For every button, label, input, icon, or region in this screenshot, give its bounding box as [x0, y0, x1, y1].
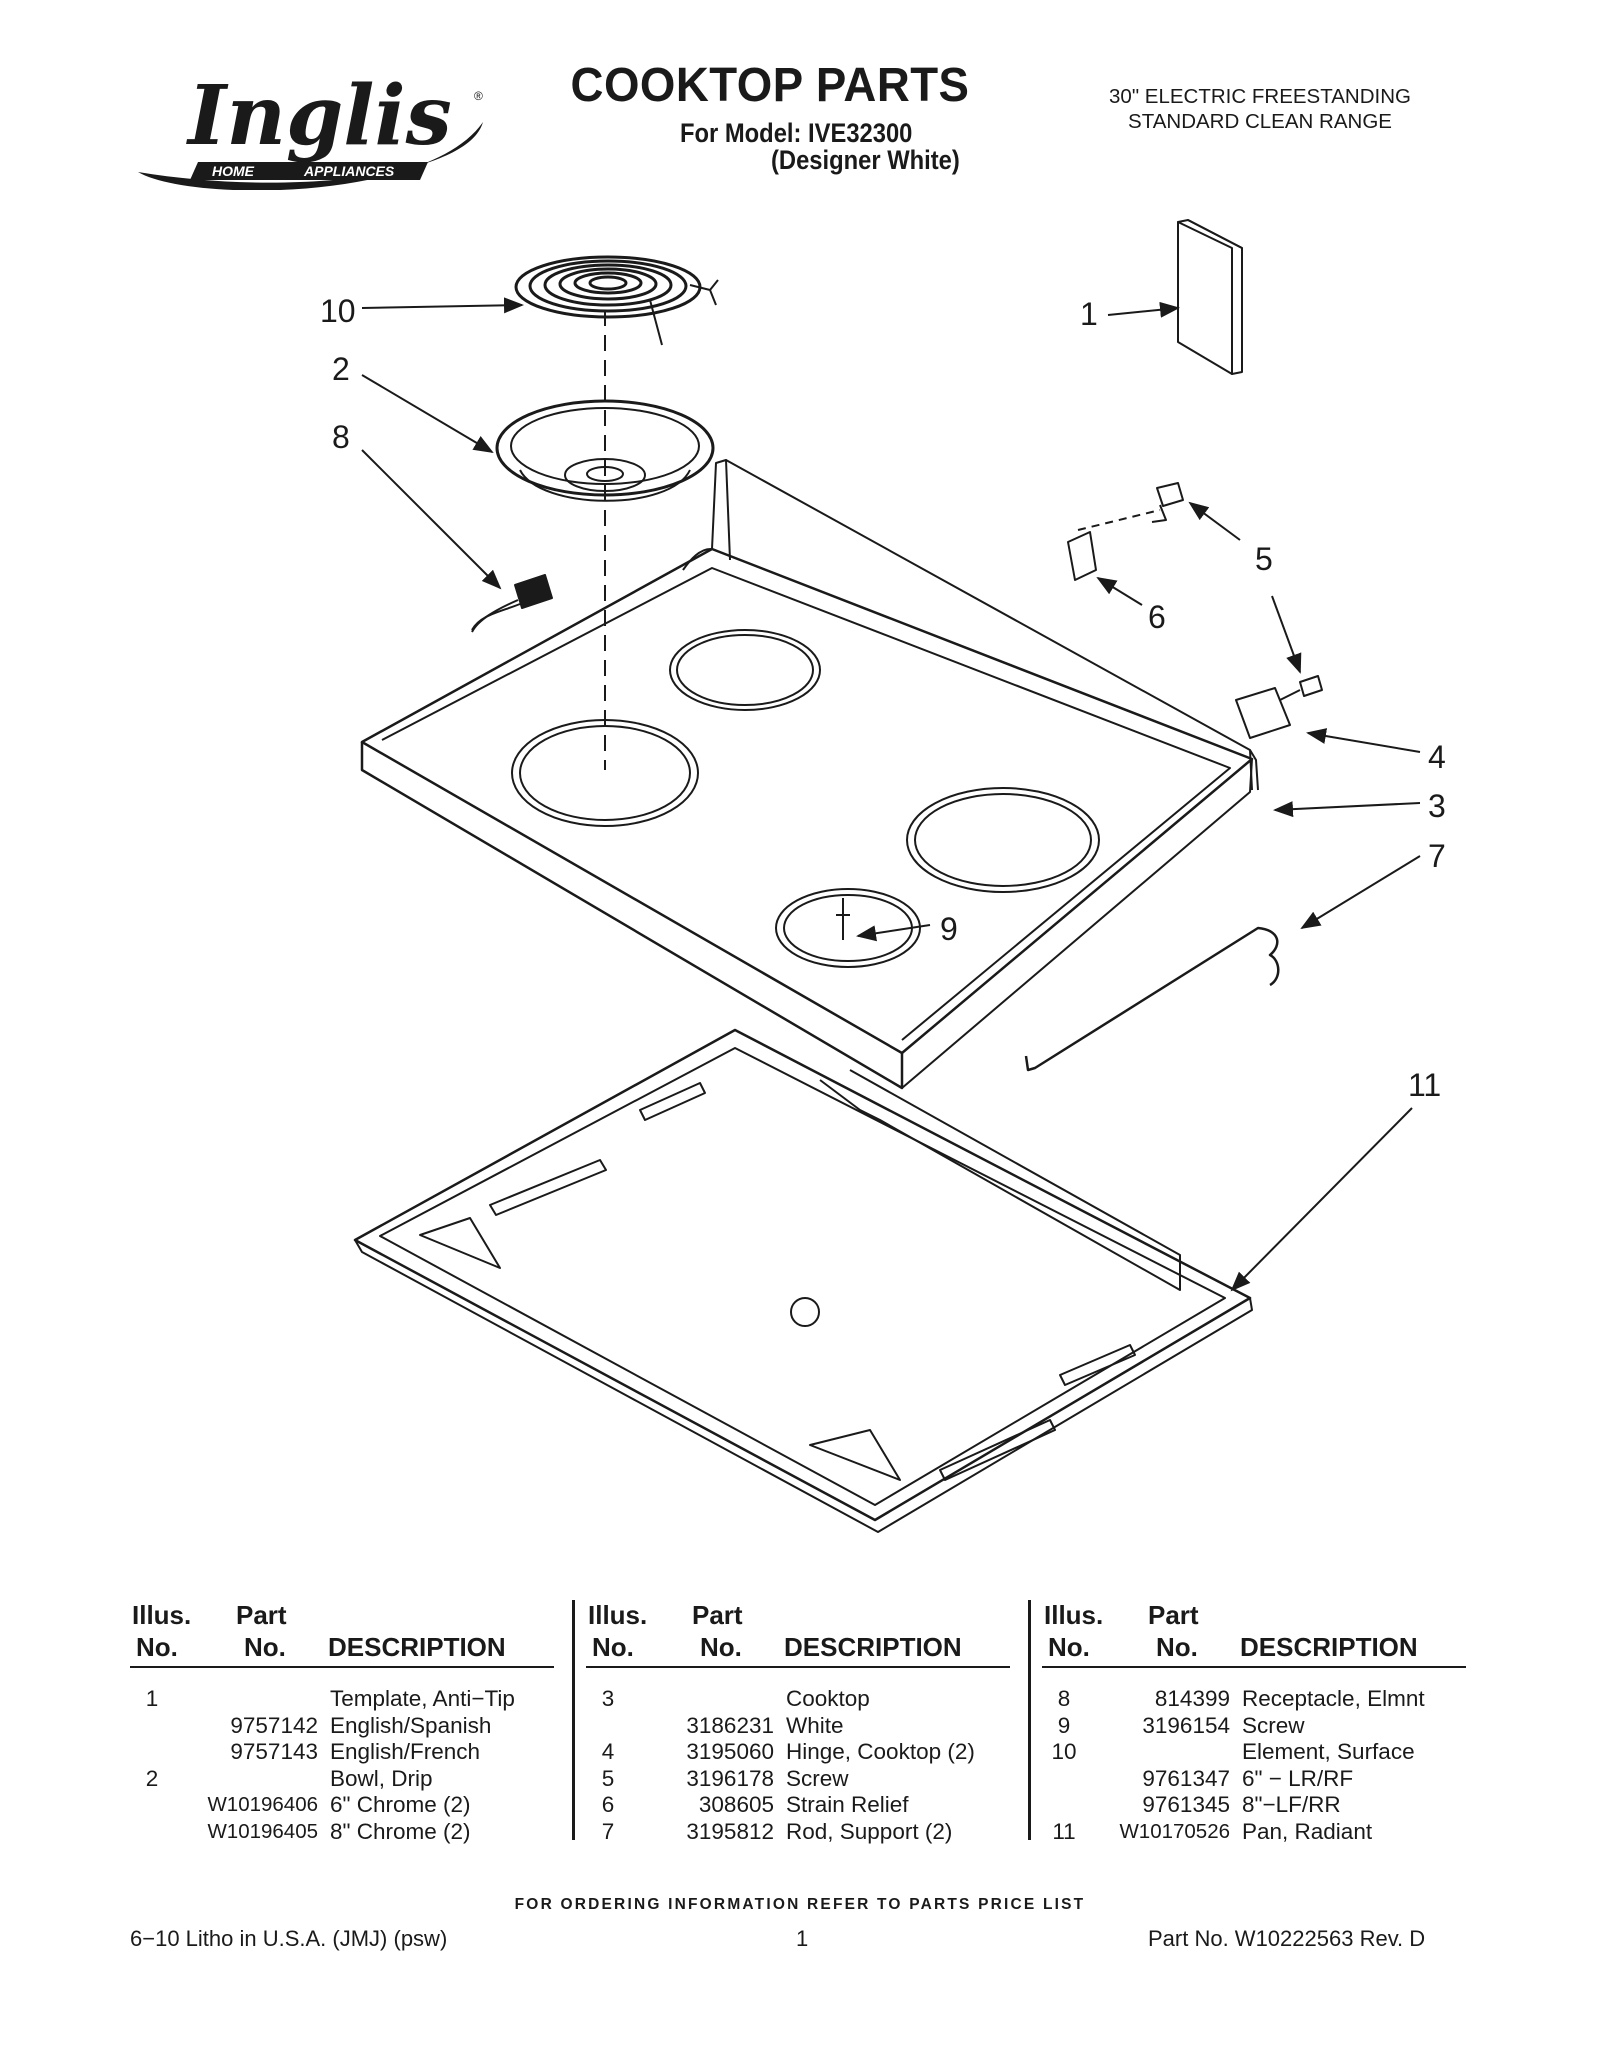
- table-part-no: W10196406: [207, 1793, 318, 1816]
- table-illus-no: 6: [601, 1792, 615, 1817]
- header-part-no: No.: [244, 1632, 286, 1662]
- inglis-logo: Inglis ® HOME APPLIANCES: [138, 68, 483, 190]
- callout-7: 7: [1428, 838, 1446, 874]
- page-title: COOKTOP PARTS: [570, 59, 970, 112]
- table-illus-no: 5: [601, 1765, 615, 1791]
- table-part-no: 3195812: [686, 1818, 774, 1844]
- table-description: 6" − LR/RF: [1242, 1765, 1354, 1791]
- column-divider: [572, 1600, 575, 1840]
- product-description: 30" ELECTRIC FREESTANDING STANDARD CLEAN…: [1109, 85, 1411, 133]
- header-part: Part: [1148, 1600, 1199, 1630]
- callout-5: 5: [1255, 541, 1273, 577]
- logo-wordmark: Inglis: [186, 68, 452, 164]
- table-description: Strain Relief: [786, 1792, 909, 1817]
- header-illus-no: No.: [1048, 1632, 1090, 1662]
- table-description: Bowl, Drip: [330, 1765, 433, 1791]
- table-illus-no: 3: [601, 1686, 615, 1711]
- table-description: Hinge, Cooktop (2): [786, 1739, 975, 1764]
- table-part-no: 3196154: [1142, 1712, 1230, 1738]
- table-description: English/Spanish: [330, 1712, 492, 1738]
- table-part-no: W10196405: [207, 1819, 318, 1843]
- header-part-no: No.: [700, 1632, 742, 1662]
- table-part-no: 9757143: [230, 1739, 318, 1764]
- support-rod: [1024, 926, 1280, 1072]
- table-description: Cooktop: [786, 1686, 870, 1711]
- header-rule: [586, 1666, 1010, 1668]
- header-illus: Illus.: [588, 1600, 648, 1630]
- header-part-no: No.: [1156, 1632, 1198, 1662]
- callout-10: 10: [320, 293, 356, 329]
- table-description: English/French: [330, 1739, 481, 1764]
- table-description: Template, Anti−Tip: [330, 1686, 515, 1711]
- model-number: For Model: IVE32300: [680, 118, 913, 148]
- document-part-number: Part No. W10222563 Rev. D: [1148, 1926, 1426, 1951]
- table-description: Screw: [1242, 1712, 1305, 1738]
- table-illus-no: 2: [145, 1765, 159, 1791]
- table-illus-no: 11: [1052, 1818, 1076, 1844]
- callout-1: 1: [1080, 296, 1098, 332]
- cooktop-exploded-diagram: 10 2 8 1 5 6 4 3 7 9 11: [320, 219, 1446, 1533]
- table-description: Receptacle, Elmnt: [1242, 1686, 1425, 1711]
- table-part-no: 9757142: [230, 1712, 318, 1738]
- table-part-no: 308605: [698, 1792, 774, 1817]
- element-receptacle: [471, 574, 553, 633]
- callout-11: 11: [1408, 1067, 1441, 1103]
- table-description: White: [786, 1712, 844, 1738]
- callout-3: 3: [1428, 788, 1446, 824]
- page-number: 1: [796, 1926, 809, 1951]
- table-part-no: 9761345: [1142, 1792, 1230, 1817]
- table-illus-no: 1: [145, 1686, 159, 1711]
- model-color: (Designer White): [771, 145, 960, 175]
- svg-text:HOME: HOME: [212, 163, 255, 179]
- header-rule: [130, 1666, 554, 1668]
- cooktop-panel: [360, 459, 1259, 1090]
- ordering-note: FOR ORDERING INFORMATION REFER TO PARTS …: [514, 1896, 1086, 1913]
- table-illus-no: 4: [601, 1739, 615, 1764]
- table-description: Element, Surface: [1242, 1739, 1415, 1764]
- litho-info: 6−10 Litho in U.S.A. (JMJ) (psw): [130, 1926, 448, 1951]
- table-part-no: 3195060: [686, 1739, 774, 1764]
- header-illus: Illus.: [132, 1600, 192, 1630]
- callout-4: 4: [1428, 739, 1446, 775]
- table-part-no: 3186231: [686, 1712, 774, 1738]
- header-description: DESCRIPTION: [328, 1632, 506, 1662]
- table-part-no: 9761347: [1142, 1765, 1230, 1791]
- callout-8: 8: [332, 419, 350, 455]
- header-part: Part: [236, 1600, 287, 1630]
- table-description: Pan, Radiant: [1242, 1818, 1373, 1844]
- table-part-no: 3196178: [686, 1765, 774, 1791]
- radiant-pan: [353, 1028, 1253, 1533]
- table-illus-no: 10: [1051, 1739, 1077, 1764]
- header-illus-no: No.: [136, 1632, 178, 1662]
- table-part-no: 814399: [1154, 1686, 1230, 1711]
- hardware-small-parts: [1067, 482, 1323, 739]
- callout-6: 6: [1148, 599, 1166, 635]
- table-description: 8"−LF/RR: [1242, 1792, 1341, 1817]
- table-description: 6" Chrome (2): [330, 1792, 471, 1817]
- anti-tip-template: [1177, 219, 1243, 375]
- header-illus-no: No.: [592, 1632, 634, 1662]
- table-illus-no: 7: [601, 1818, 615, 1844]
- surface-element-coil: [514, 255, 719, 346]
- callout-2: 2: [332, 351, 350, 387]
- svg-text:®: ®: [474, 89, 483, 103]
- svg-text:APPLIANCES: APPLIANCES: [303, 163, 395, 179]
- callout-9: 9: [940, 911, 958, 947]
- header-illus: Illus.: [1044, 1600, 1104, 1630]
- table-illus-no: 8: [1057, 1686, 1071, 1711]
- table-description: Rod, Support (2): [786, 1818, 953, 1844]
- table-description: Screw: [786, 1765, 849, 1791]
- table-illus-no: 9: [1057, 1712, 1071, 1738]
- column-divider: [1028, 1600, 1031, 1840]
- header-description: DESCRIPTION: [1240, 1632, 1418, 1662]
- header-rule: [1042, 1666, 1466, 1668]
- header-part: Part: [692, 1600, 743, 1630]
- table-description: 8" Chrome (2): [330, 1818, 471, 1844]
- table-part-no: W10170526: [1119, 1819, 1230, 1843]
- header-description: DESCRIPTION: [784, 1632, 962, 1662]
